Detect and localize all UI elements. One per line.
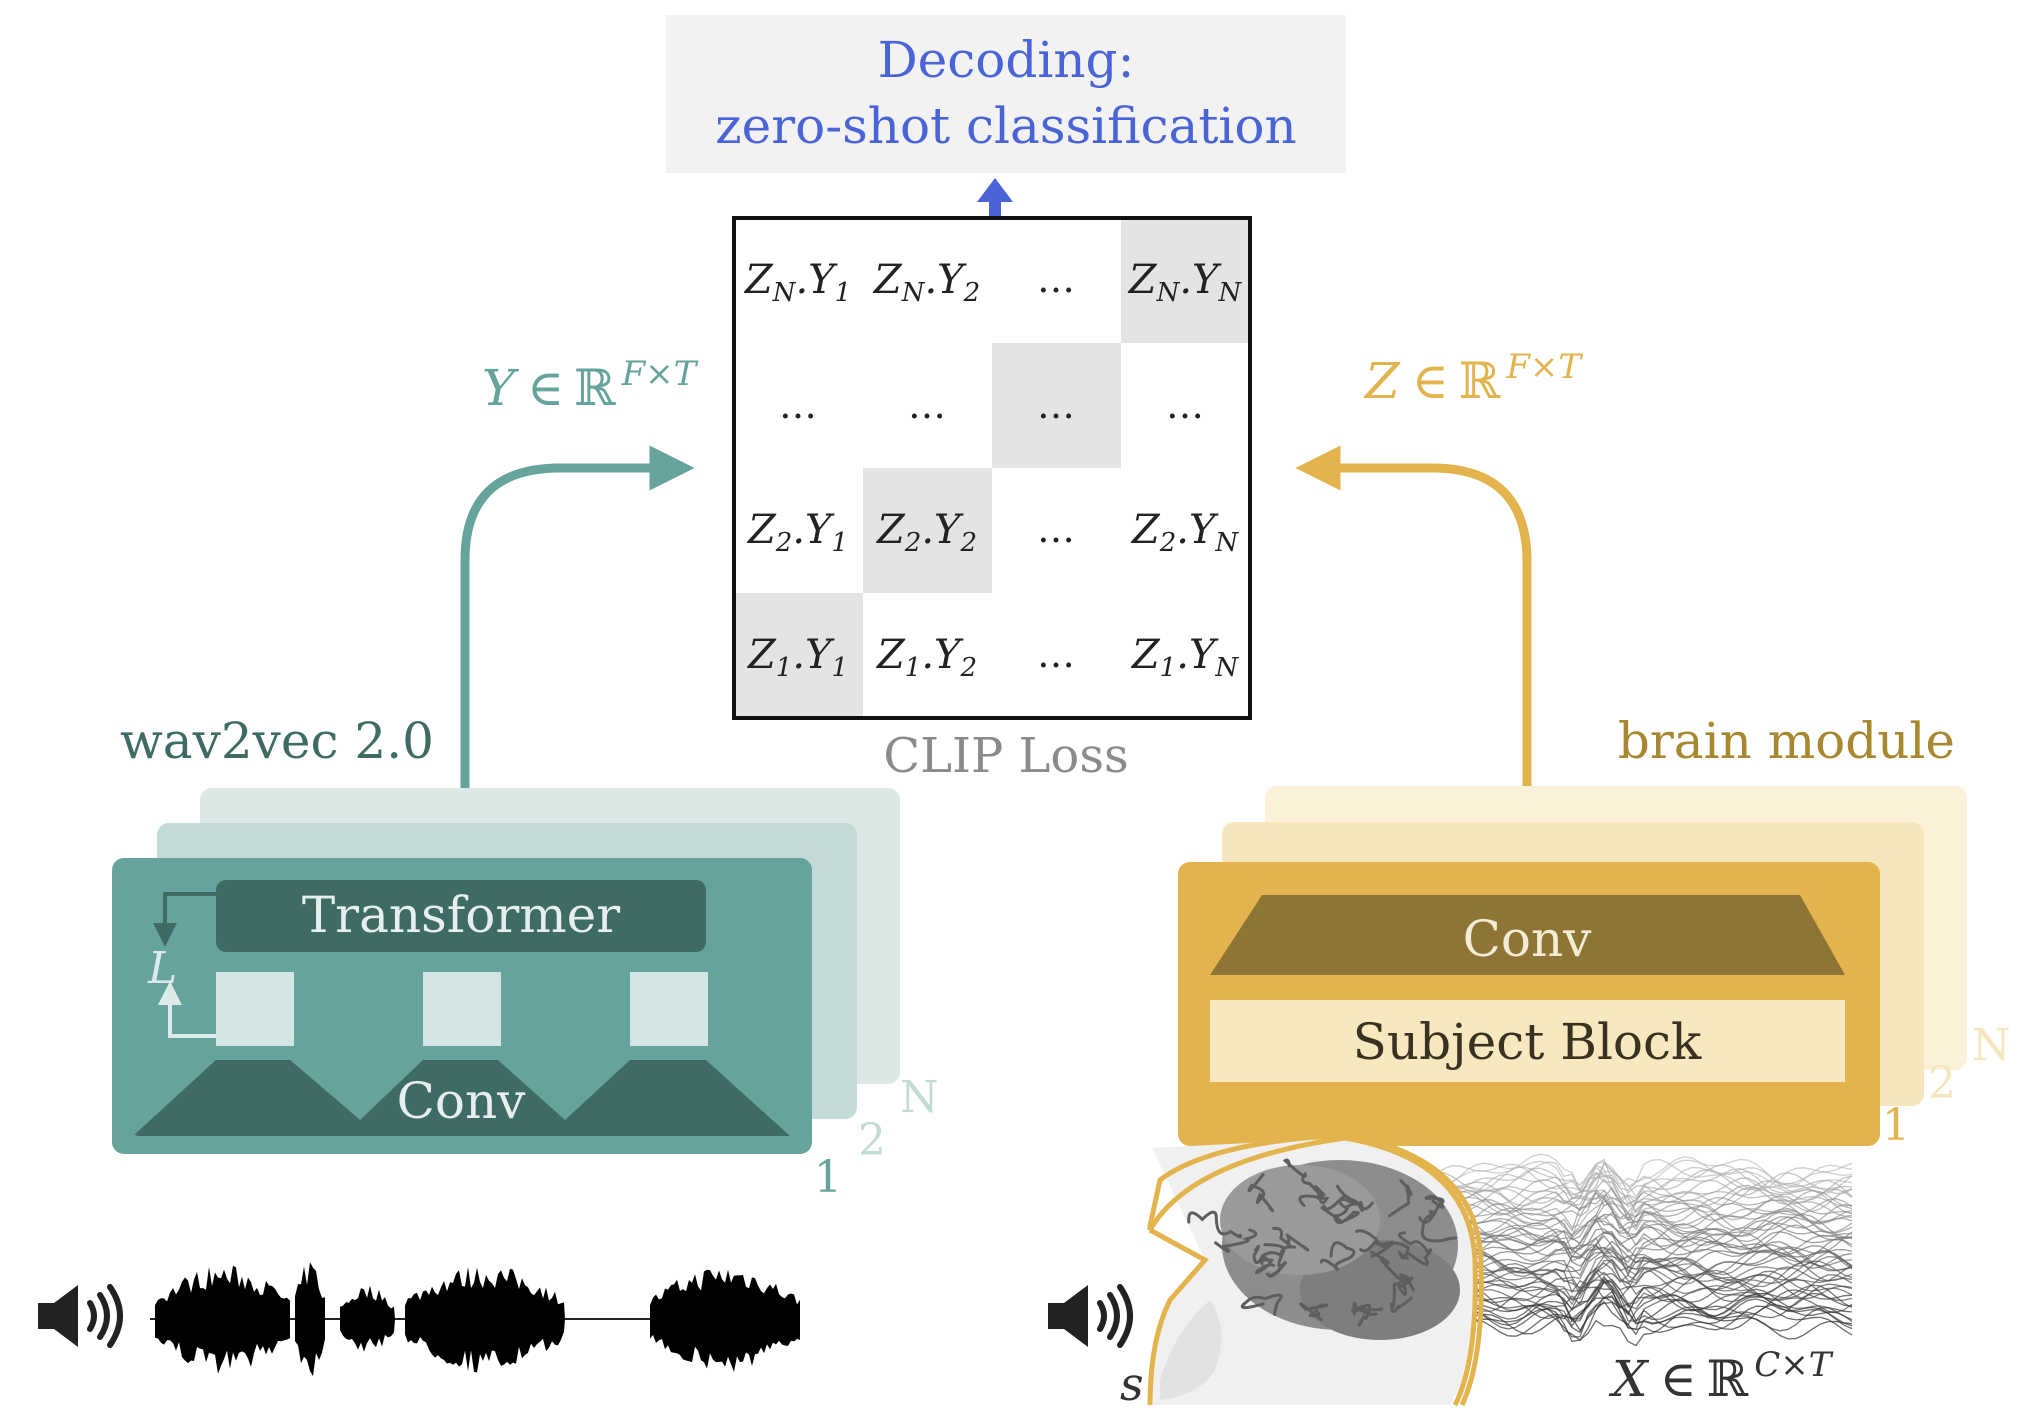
cell-zn-y2: ZN.Y2: [872, 257, 980, 308]
brain-module: brain module Conv Subject Block 1 2 N: [1178, 712, 2011, 1151]
conv-trapezoid: [1210, 895, 1845, 975]
subject-block: [1210, 1000, 1845, 1082]
brain-gyrus: [1247, 1173, 1274, 1213]
diag-cell-2: [863, 468, 992, 593]
brain-icon: [1187, 1158, 1460, 1340]
meg-trace: [1379, 1171, 1853, 1206]
loop-arrow-up: [158, 981, 216, 1038]
brain-gyrus: [1357, 1303, 1378, 1327]
cell-z1-y1: Z1.Y1: [746, 632, 848, 683]
feature-square: [216, 972, 294, 1046]
brain-gyrus: [1420, 1210, 1458, 1243]
brain-gyrus: [1255, 1255, 1276, 1275]
diag-cell-dots: [992, 343, 1121, 468]
brain-gyrus: [1389, 1282, 1413, 1313]
wav2vec-title: wav2vec 2.0: [120, 712, 434, 770]
brain-gyrus: [1240, 1293, 1283, 1316]
speaker-icon: [1048, 1284, 1133, 1348]
subject-block-label: Subject Block: [1353, 1013, 1702, 1071]
brain-gyrus: [1397, 1277, 1415, 1296]
transformer-label: Transformer: [302, 886, 620, 944]
brain-gyrus: [1299, 1302, 1329, 1322]
cell-dots: …: [1037, 507, 1075, 551]
brain-gyrus: [1370, 1241, 1410, 1260]
cell-z1-y2: Z1.Y2: [875, 632, 977, 683]
brain-gyrus: [1370, 1250, 1414, 1286]
brain-gyrus: [1320, 1204, 1360, 1224]
decoding-arrow: [977, 178, 1013, 218]
brain-gyrus: [1350, 1301, 1384, 1316]
meg-trace: [1379, 1162, 1853, 1211]
brain-gyrus: [1388, 1179, 1413, 1218]
feature-square: [630, 972, 708, 1046]
diag-cell-n: [1121, 218, 1250, 343]
cell-z1-yn: Z1.YN: [1130, 632, 1239, 683]
cell-zn-y1: ZN.Y1: [743, 257, 851, 308]
conv-shape: [136, 1060, 790, 1136]
decoding-subtitle: zero-shot classification: [715, 97, 1296, 155]
cell-z2-y2: Z2.Y2: [875, 507, 977, 558]
wav2vec-module: wav2vec 2.0 Transformer Conv L 1 2 N: [112, 712, 939, 1203]
stack-number-2: 2: [1928, 1058, 1956, 1109]
brain-gyrus: [1397, 1231, 1433, 1266]
brain-gyrus: [1336, 1184, 1364, 1213]
stack-number-n: N: [1972, 1020, 2011, 1071]
cell-dots: …: [1037, 383, 1075, 427]
speaker-icon: [38, 1284, 123, 1348]
meg-trace: [1379, 1159, 1853, 1192]
clip-matrix: ZN.Y1 ZN.Y2 … ZN.YN … … … … Z2.Y1 Z2.Y2 …: [732, 216, 1252, 720]
clip-loss-label: CLIP Loss: [883, 728, 1128, 784]
cell-dots: …: [1037, 257, 1075, 301]
cell-dots: …: [908, 383, 946, 427]
brain-gyrus: [1187, 1210, 1243, 1239]
speech-waveform: [150, 1262, 800, 1377]
cell-z2-y1: Z2.Y1: [746, 507, 848, 558]
decoding-box: Decoding: zero-shot classification: [666, 15, 1346, 173]
cell-dots: …: [779, 383, 817, 427]
feature-square: [423, 972, 501, 1046]
brain-conv-label: Conv: [1463, 910, 1593, 968]
cell-dots: …: [1166, 383, 1204, 427]
stack-number-1: 1: [814, 1152, 842, 1203]
brain-gyrus: [1214, 1228, 1258, 1253]
helmet-outline: [1147, 1135, 1478, 1407]
brain-gyrus: [1418, 1194, 1445, 1224]
stack-number-n: N: [900, 1072, 939, 1123]
cell-zn-yn: ZN.YN: [1127, 257, 1243, 308]
decoding-title: Decoding:: [878, 31, 1135, 89]
loop-arrow-down: [153, 892, 216, 947]
y-arrow: [460, 445, 695, 862]
helmet-outline: [1147, 1132, 1484, 1407]
brain-gyrus: [1298, 1185, 1330, 1207]
brain-module-title: brain module: [1618, 712, 1955, 770]
brain-gyrus: [1272, 1226, 1310, 1252]
brain-gyrus: [1319, 1241, 1356, 1272]
brain-gyrus: [1354, 1229, 1394, 1253]
stack-number-2: 2: [858, 1115, 886, 1166]
layers-label: L: [147, 943, 177, 994]
stack-number-1: 1: [1882, 1100, 1910, 1151]
brain-gyrus: [1263, 1243, 1288, 1278]
conv-label: Conv: [397, 1072, 527, 1130]
cell-z2-yn: Z2.YN: [1130, 507, 1239, 558]
brain-gyrus: [1322, 1197, 1374, 1211]
transformer-block: [216, 880, 706, 952]
z-arrow: [1295, 445, 1532, 866]
subject-label: s: [1120, 1357, 1144, 1411]
diag-cell-1: [734, 593, 863, 718]
cell-dots: …: [1037, 632, 1075, 676]
